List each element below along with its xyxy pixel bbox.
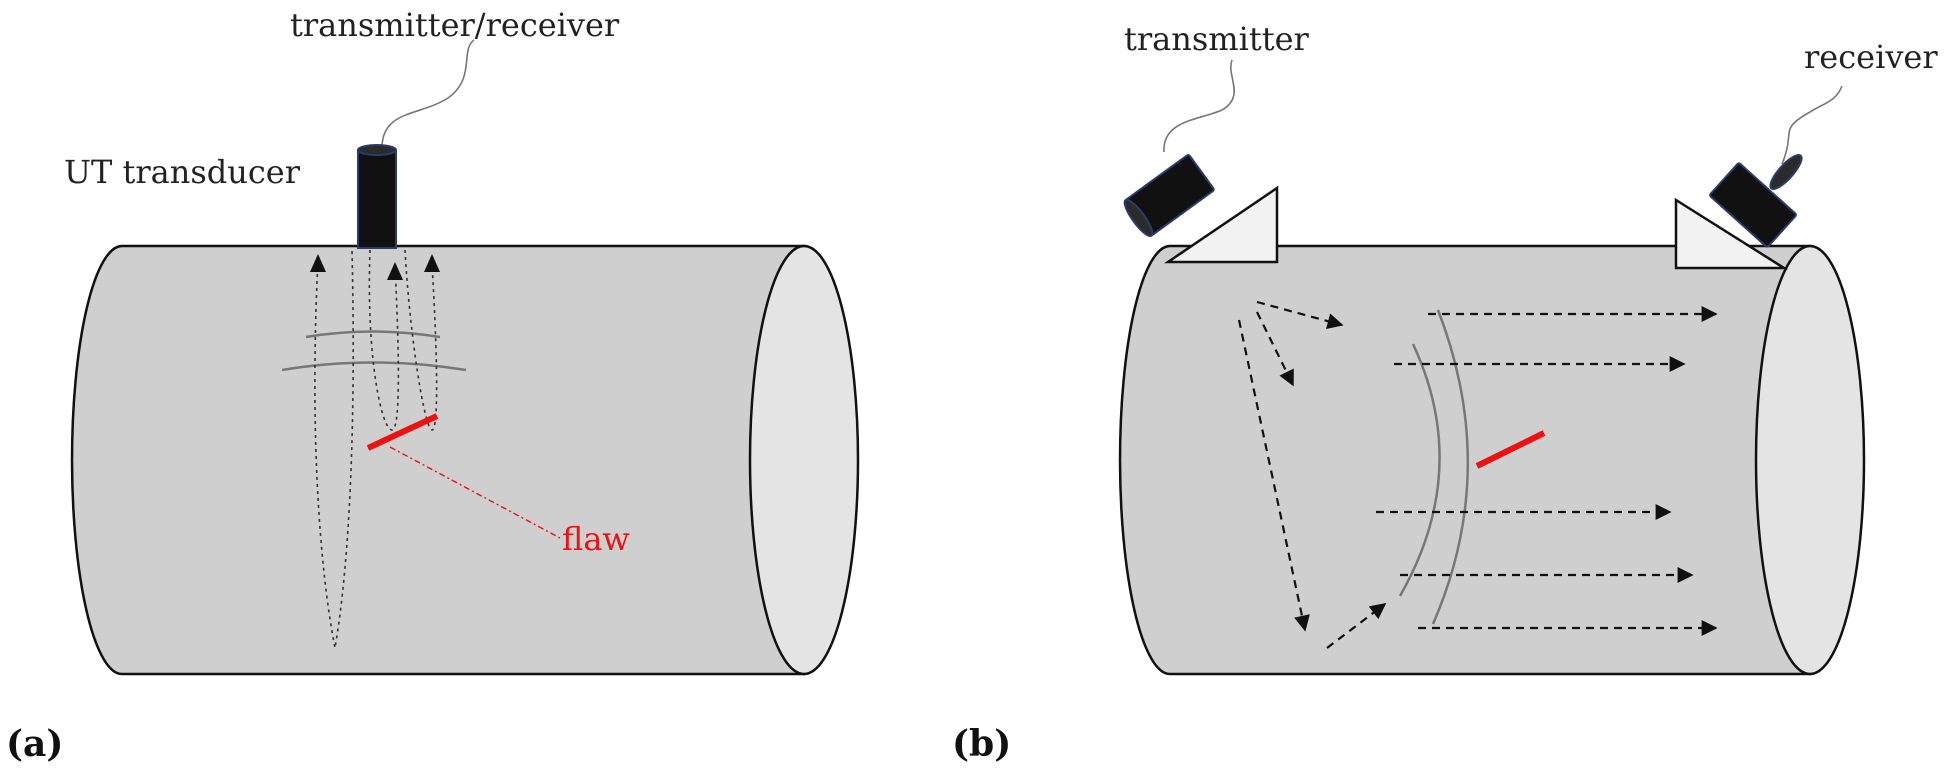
ut-transducer-icon: [357, 144, 397, 249]
arrow-up: [424, 254, 440, 272]
arrow-up: [387, 262, 403, 280]
panel-b: transmitter receiver (b): [952, 20, 1938, 765]
wavefront-arc: [305, 330, 441, 339]
flaw-label: flaw: [562, 520, 630, 558]
pipe-a-body: [70, 244, 806, 676]
transmitter-transducer-icon: [1123, 154, 1215, 238]
receiver-face: [1769, 153, 1803, 191]
wave-arrow: [1256, 300, 1344, 329]
panel-label-a: (a): [6, 723, 63, 765]
label-receiver: receiver: [1804, 38, 1938, 76]
panel-a: flaw transmitter/receiver UT transducer …: [6, 6, 860, 765]
transmitter-cable: [1163, 59, 1235, 153]
wave-arrows: [1237, 300, 1718, 649]
receiver-cable: [1781, 85, 1843, 165]
pipe-b-body: [1118, 244, 1812, 676]
wave-arrow: [1326, 603, 1387, 649]
flaw-leader: [389, 446, 561, 539]
beam-path: [404, 249, 438, 431]
transducer-cable: [381, 39, 475, 149]
wavefront-arc: [1431, 309, 1470, 625]
flaw-b: [1475, 430, 1546, 469]
wave-arrow: [1237, 319, 1310, 632]
label-transmitter-receiver: transmitter/receiver: [290, 6, 620, 44]
arrow-up: [310, 254, 326, 272]
label-transmitter: transmitter: [1124, 20, 1310, 58]
wedge-receiver: [1674, 197, 1789, 270]
panel-label-b: (b): [952, 723, 1011, 765]
wedge-transmitter: [1163, 185, 1279, 264]
label-ut-transducer: UT transducer: [64, 153, 301, 191]
flaw-a: [366, 413, 439, 451]
receiver-transducer-icon: [1709, 162, 1797, 248]
pipe-a-end: [748, 244, 860, 676]
wavefront-arc: [1398, 343, 1441, 597]
pipe-b-end: [1754, 244, 1866, 676]
beam-path: [368, 249, 400, 431]
